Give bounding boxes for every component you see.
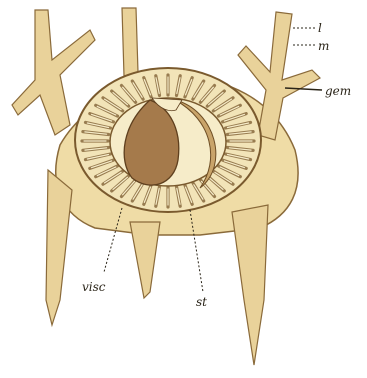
- label-st: st: [196, 295, 207, 309]
- label-l: l: [318, 21, 322, 35]
- label-m: m: [318, 39, 329, 53]
- label-visc: visc: [82, 280, 106, 294]
- left-lower-limb: [46, 170, 72, 325]
- right-lower-limb: [232, 205, 268, 365]
- label-gem: gem: [325, 84, 351, 98]
- center-lower-point: [130, 222, 160, 298]
- top-stalk: [122, 8, 138, 76]
